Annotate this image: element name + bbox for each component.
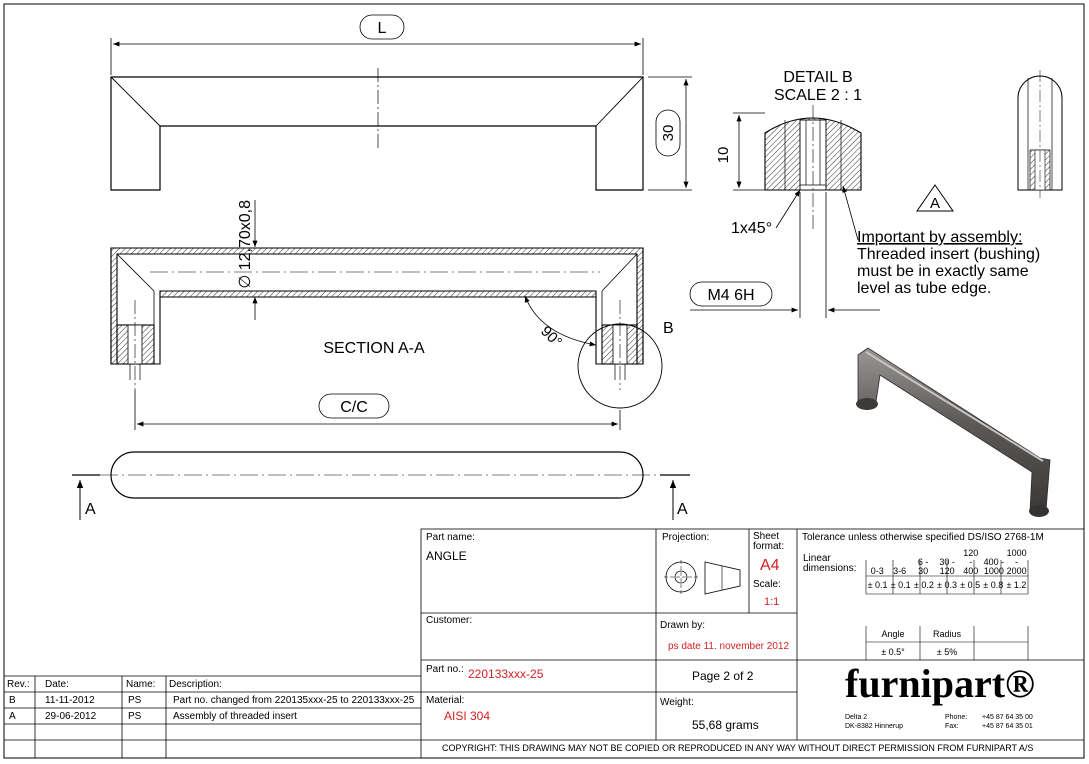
detail-chamfer xyxy=(775,189,801,229)
thread-dimension xyxy=(689,185,880,318)
sheet-format-label: Sheet format: xyxy=(753,531,785,552)
material-label: Material: xyxy=(426,695,465,706)
note-triangle xyxy=(916,184,954,212)
tolerance-range-cell: 1000 - 2000 xyxy=(1006,548,1027,576)
rev-row-a-rev: A xyxy=(9,711,16,722)
section-marker-left: A xyxy=(85,501,96,518)
note-line-1: Important by assembly: xyxy=(857,229,1022,246)
tolerance-value-cell: ± 0.8 xyxy=(983,580,1004,590)
dimension-length-label: L xyxy=(378,20,387,37)
linear-label: Linear dimensions: xyxy=(803,553,857,574)
angle-value: ± 0.5° xyxy=(881,647,905,657)
sheet-border xyxy=(3,3,1085,759)
material: AISI 304 xyxy=(444,709,491,723)
drawn-by: ps date 11. november 2012 xyxy=(668,641,790,652)
section-view xyxy=(110,247,644,390)
dimension-height xyxy=(648,76,692,191)
customer-label: Customer: xyxy=(426,615,473,626)
tolerance-range-cell: 30 - 120 xyxy=(939,557,955,576)
tolerance-value-cell: ± 0.2 xyxy=(913,580,934,590)
part-no: 220133xxx-25 xyxy=(468,667,544,681)
address-line-2: DK-8382 Hinnerup xyxy=(845,723,903,730)
tolerance-range-cell: 6 - 30 xyxy=(917,557,929,576)
detail-circle xyxy=(577,323,663,409)
rev-row-b-rev: B xyxy=(9,695,16,706)
detail-dimension-10 xyxy=(733,112,765,191)
radius-label: Radius xyxy=(932,629,961,639)
tolerance-range-cell: 0-3 xyxy=(870,566,884,576)
rev-row-b-description: Part no. changed from 220135xxx-25 to 22… xyxy=(173,695,415,706)
radius-value: ± 5% xyxy=(936,647,958,657)
tolerance-title: Tolerance unless otherwise specified DS/… xyxy=(802,532,1044,543)
rev-header-name: Name: xyxy=(126,679,156,690)
tolerance-range-cell: 400 - 1000 xyxy=(983,557,1005,576)
dimension-tube-label: ∅ 12,70x0,8 xyxy=(237,200,254,289)
thread-label: M4 6H xyxy=(707,287,754,304)
part-no-label: Part no.: xyxy=(426,664,464,675)
handle-3d-render xyxy=(856,347,1051,517)
dimension-cc xyxy=(134,390,621,430)
tolerance-value-cell: ± 0.1 xyxy=(890,580,911,590)
rev-row-a-description: Assembly of threaded insert xyxy=(173,711,297,722)
phone-label: Phone: xyxy=(945,714,968,721)
dimension-angle-label: 90° xyxy=(537,323,565,351)
scale-label: Scale: xyxy=(753,579,781,590)
tolerance-value-cell: ± 0.3 xyxy=(937,580,957,590)
address-line-1: Delta 2 xyxy=(845,714,868,721)
page-number: Page 2 of 2 xyxy=(692,669,754,683)
section-label: SECTION A-A xyxy=(323,340,425,357)
note-marker: A xyxy=(930,195,940,212)
note-line-2: Threaded insert (bushing) xyxy=(857,246,1040,263)
rev-row-a-date: 29-06-2012 xyxy=(45,711,97,722)
note-line-3: must be in exactly same xyxy=(857,263,1029,280)
tolerance-range-cell: 3-6 xyxy=(893,566,907,576)
note-line-4: level as tube edge. xyxy=(857,280,991,297)
dimension-height-label: 30 xyxy=(660,125,677,142)
detail-view xyxy=(764,105,862,230)
tolerance-value-cell: ± 0.1 xyxy=(867,580,888,590)
drawn-by-label: Drawn by: xyxy=(660,620,706,631)
angle-label: Angle xyxy=(881,629,905,639)
tolerance-value-cell: ± 0.5 xyxy=(960,580,981,590)
part-name: ANGLE xyxy=(426,549,467,563)
tolerance-range-cell: 120 - 400 xyxy=(963,548,979,576)
tolerance-value-cell: ± 1.2 xyxy=(1006,580,1027,590)
fax-label: Fax: xyxy=(945,723,959,730)
rev-header-description: Description: xyxy=(169,679,222,690)
side-view xyxy=(1017,70,1063,198)
rev-header-date: Date: xyxy=(45,679,69,690)
projection-symbol xyxy=(664,560,741,595)
weight-label: Weight: xyxy=(660,697,694,708)
dimension-length xyxy=(110,14,644,75)
rev-row-b-date: 11-11-2012 xyxy=(45,695,95,706)
detail-dimension-10-label: 10 xyxy=(715,147,732,164)
dimension-cc-label: C/C xyxy=(340,399,368,416)
projection-label: Projection: xyxy=(662,532,710,543)
detail-scale: SCALE 2 : 1 xyxy=(774,87,862,104)
detail-chamfer-label: 1x45° xyxy=(731,220,772,237)
title-block-grid xyxy=(4,528,1085,759)
rev-header-rev: Rev.: xyxy=(7,679,30,690)
phone: +45 87 64 35 00 xyxy=(982,714,1033,721)
bottom-view xyxy=(72,451,690,520)
weight: 55,68 grams xyxy=(692,718,759,732)
top-view xyxy=(110,68,644,191)
rev-row-a-name: PS xyxy=(128,711,142,722)
detail-circle-label: B xyxy=(663,320,674,337)
detail-title: DETAIL B xyxy=(783,69,852,86)
section-marker-right: A xyxy=(677,501,688,518)
tolerance-ranges: 0-3 3-6 6 - 30 30 - 120 120 - 400 400 - … xyxy=(866,549,1028,576)
fax: +45 87 64 35 01 xyxy=(982,723,1033,730)
part-name-label: Part name: xyxy=(426,532,475,543)
sheet-format: A4 xyxy=(760,557,780,574)
company-logo: furnipart® xyxy=(845,661,1035,706)
scale: 1:1 xyxy=(764,596,780,608)
tolerance-values: ± 0.1 ± 0.1 ± 0.2 ± 0.3 ± 0.5 ± 0.8 ± 1.… xyxy=(866,580,1028,590)
rev-row-b-name: PS xyxy=(128,695,142,706)
copyright: COPYRIGHT: THIS DRAWING MAY NOT BE COPIE… xyxy=(442,743,1034,753)
